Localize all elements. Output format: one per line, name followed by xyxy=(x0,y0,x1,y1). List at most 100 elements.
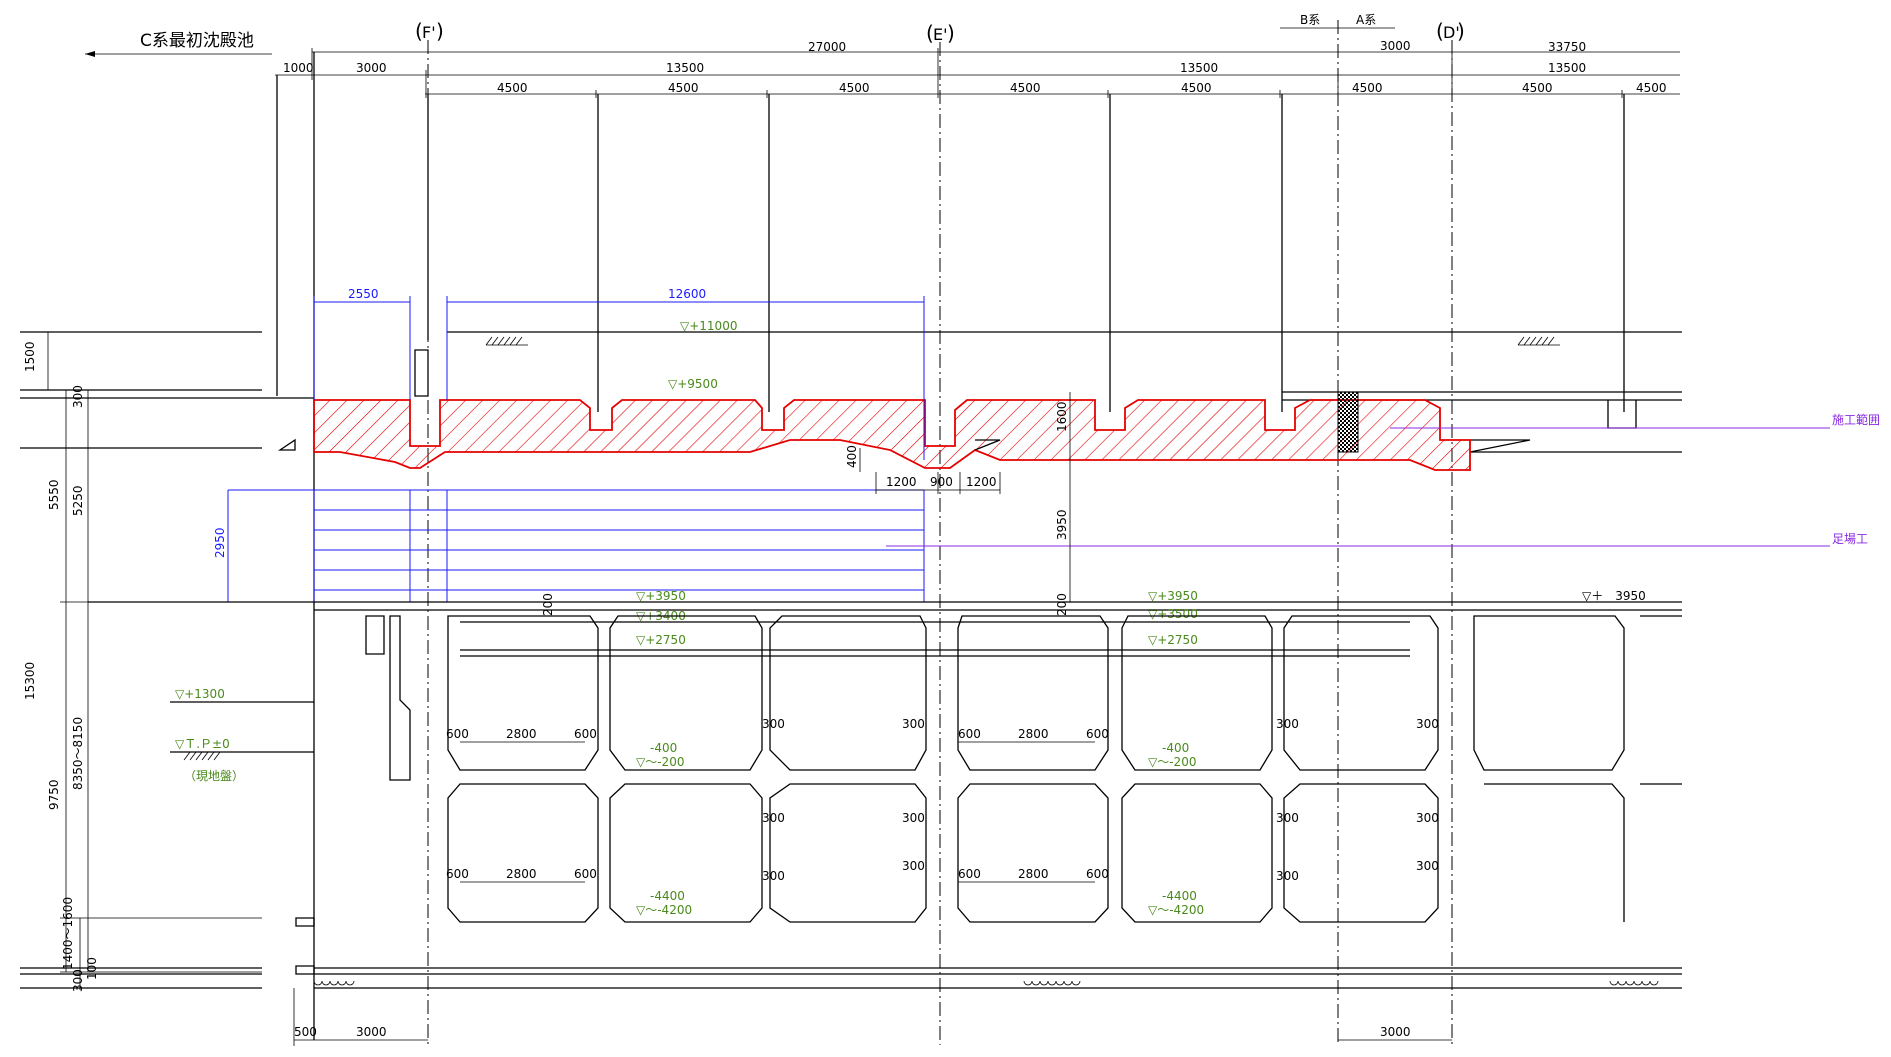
svg-text:): ) xyxy=(1457,19,1465,43)
svg-text:600: 600 xyxy=(446,727,469,741)
dim-5250: 5250 xyxy=(71,485,85,516)
svg-text:4500: 4500 xyxy=(839,81,870,95)
svg-text:600: 600 xyxy=(446,867,469,881)
svg-text:4500: 4500 xyxy=(497,81,528,95)
ground-label: （現地盤） xyxy=(184,769,244,783)
left-small-walls xyxy=(365,615,411,781)
level-400-left: -400 xyxy=(650,741,677,755)
dim-300-top: 300 xyxy=(71,385,85,408)
dim-12600: 12600 xyxy=(668,287,706,301)
ground-hatch-left xyxy=(183,751,221,761)
dim-500: 500 xyxy=(294,1025,317,1039)
demolition-hatch-area xyxy=(313,399,1471,471)
level-1300: ▽+1300 xyxy=(175,687,225,701)
foundation xyxy=(20,917,1682,989)
level-200-left: ▽～-200 xyxy=(636,755,684,769)
base-slab xyxy=(88,601,1682,657)
dim-13500-right: 13500 xyxy=(1548,61,1586,75)
dim-200-right: 200 xyxy=(1055,593,1069,616)
svg-text:600: 600 xyxy=(1086,727,1109,741)
dim-1500: 1500 xyxy=(23,341,37,372)
lower-cells xyxy=(447,783,1682,923)
svg-text:300: 300 xyxy=(762,869,785,883)
svg-text:2800: 2800 xyxy=(1018,867,1049,881)
dim-1200-b: 1200 xyxy=(966,475,997,489)
joint-block xyxy=(1337,391,1359,453)
svg-text:300: 300 xyxy=(1276,717,1299,731)
svg-text:E': E' xyxy=(933,25,948,44)
small-triangle-mid xyxy=(974,439,1001,451)
svg-text:F': F' xyxy=(422,23,436,42)
dim-2550: 2550 xyxy=(348,287,379,301)
level-3950-left: ▽+3950 xyxy=(636,589,686,603)
small-triangle-left xyxy=(277,438,296,451)
svg-text:(: ( xyxy=(926,21,934,45)
svg-text:4500: 4500 xyxy=(1181,81,1212,95)
dim-900: 900 xyxy=(930,475,953,489)
svg-text:4500: 4500 xyxy=(1636,81,1667,95)
cell-dims-lower: 600 2800 600 600 2800 600 300 300 300 30… xyxy=(446,811,1439,883)
level-9500: ▽+9500 xyxy=(668,377,718,391)
level-11000: ▽+11000 xyxy=(680,319,737,333)
level-400-mid: -400 xyxy=(1162,741,1189,755)
dim-200-left: 200 xyxy=(541,593,555,616)
dim-9750: 9750 xyxy=(47,779,61,810)
axis-marker-f: (F') xyxy=(415,19,444,43)
dim-400: 400 xyxy=(845,445,859,468)
svg-text:D': D' xyxy=(1443,23,1460,42)
svg-text:(: ( xyxy=(1436,19,1444,43)
dim-3000-bottom-right: 3000 xyxy=(1380,1025,1411,1039)
system-b-label: B系 xyxy=(1300,13,1320,27)
svg-text:(: ( xyxy=(415,19,423,43)
svg-text:600: 600 xyxy=(1086,867,1109,881)
axis-marker-e: (E') xyxy=(926,21,955,45)
mid-dimension-lines xyxy=(859,392,1071,602)
dim-3000-bottom-left: 3000 xyxy=(356,1025,387,1039)
dim-3000-left: 3000 xyxy=(356,61,387,75)
svg-text:300: 300 xyxy=(762,811,785,825)
svg-text:600: 600 xyxy=(958,727,981,741)
level-3500-mid: ▽+3500 xyxy=(1148,607,1198,621)
svg-text:2800: 2800 xyxy=(506,727,537,741)
dim-33750: 33750 xyxy=(1548,40,1586,54)
svg-text:2800: 2800 xyxy=(1018,727,1049,741)
dim-13500-left: 13500 xyxy=(666,61,704,75)
level-4400-left: -4400 xyxy=(650,889,685,903)
svg-text:300: 300 xyxy=(902,717,925,731)
dim-8350-8150: 8350～8150 xyxy=(71,717,85,790)
svg-text:4500: 4500 xyxy=(1010,81,1041,95)
system-a-label: A系 xyxy=(1356,13,1376,27)
level-tp: ▽Ｔ.Ｐ±0 xyxy=(175,737,230,751)
svg-text:2800: 2800 xyxy=(506,867,537,881)
dim-300-bottom: 300 xyxy=(71,969,85,992)
dim-2950: 2950 xyxy=(213,527,227,558)
svg-text:): ) xyxy=(436,19,444,43)
svg-text:4500: 4500 xyxy=(1352,81,1383,95)
level-3950-mid: ▽+3950 xyxy=(1148,589,1198,603)
svg-text:): ) xyxy=(947,21,955,45)
svg-text:600: 600 xyxy=(958,867,981,881)
dim-3000-right: 3000 xyxy=(1380,39,1411,53)
level-4200-mid: ▽～-4200 xyxy=(1148,903,1204,917)
bottom-dimension-lines xyxy=(293,988,1452,1046)
level-2750-left: ▽+2750 xyxy=(636,633,686,647)
dim-13500-mid: 13500 xyxy=(1180,61,1218,75)
axis-marker-d: (D') xyxy=(1436,19,1465,43)
level-4200-left: ▽～-4200 xyxy=(636,903,692,917)
drawing-title: C系最初沈殿池 xyxy=(140,31,254,51)
dim-1600: 1600 xyxy=(1055,401,1069,432)
dim-15300: 15300 xyxy=(23,662,37,700)
dim-1200-a: 1200 xyxy=(886,475,917,489)
level-4400-mid: -4400 xyxy=(1162,889,1197,903)
upper-cells xyxy=(447,615,1682,771)
svg-text:4500: 4500 xyxy=(1522,81,1553,95)
svg-text:300: 300 xyxy=(1416,717,1439,731)
scaffold-note: 足場工 xyxy=(1832,532,1868,546)
dim-1000: 1000 xyxy=(283,61,314,75)
dim-3950: 3950 xyxy=(1055,509,1069,540)
svg-text:600: 600 xyxy=(574,867,597,881)
svg-text:600: 600 xyxy=(574,727,597,741)
work-range-note: 施工範囲 xyxy=(1832,412,1880,427)
cell-dims-upper: 600 2800 600 600 2800 600 300 300 300 30… xyxy=(446,717,1439,743)
